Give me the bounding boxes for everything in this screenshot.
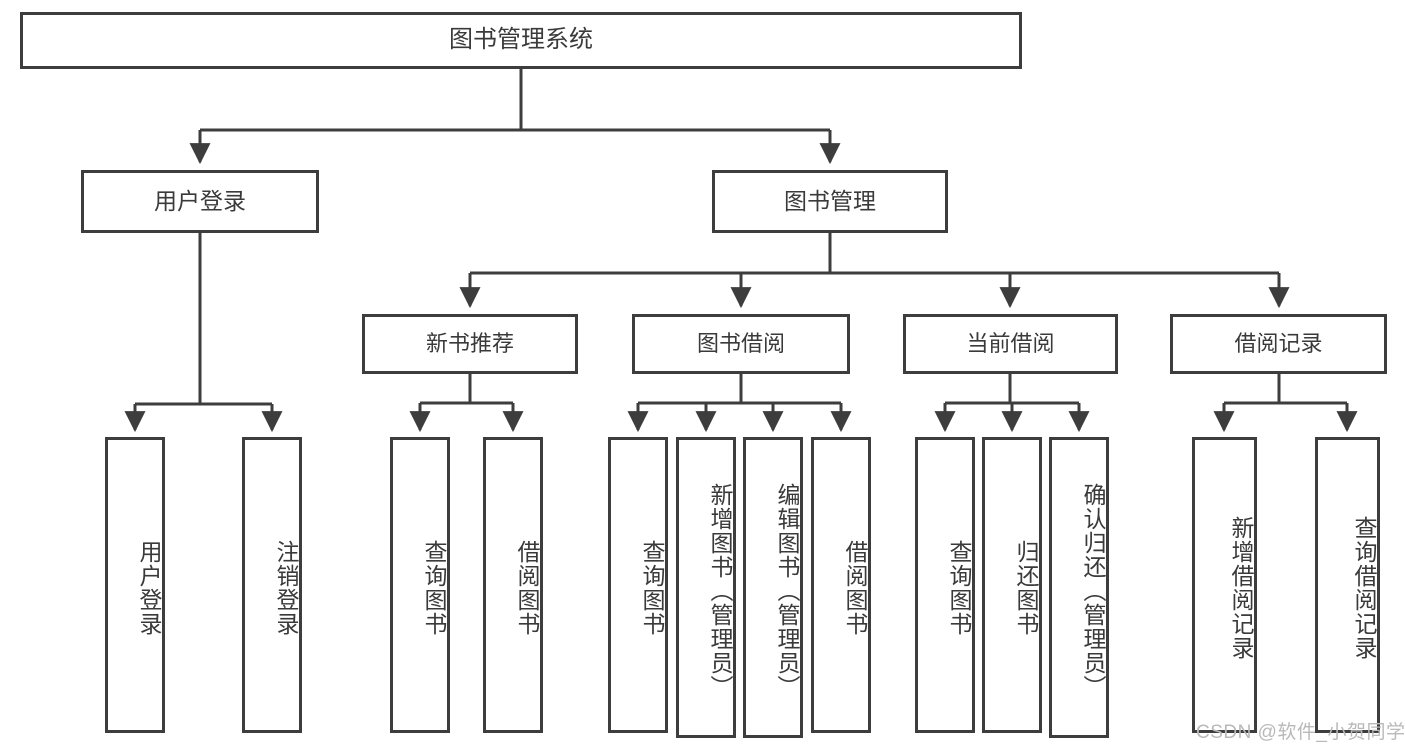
node-user-login[interactable]: 用户登录 (81, 170, 319, 233)
node-leaf-borrow-book-1[interactable]: 借阅图书 (483, 437, 543, 733)
node-leaf-borrow-book-2[interactable]: 借阅图书 (811, 437, 871, 733)
node-leaf-user-login[interactable]: 用户登录 (105, 437, 165, 733)
node-leaf-add-borrow-record[interactable]: 新增借阅记录 (1192, 437, 1257, 733)
node-leaf-query-book-1[interactable]: 查询图书 (390, 437, 450, 733)
node-new-book-recommend[interactable]: 新书推荐 (362, 314, 578, 374)
node-leaf-query-borrow-record[interactable]: 查询借阅记录 (1315, 437, 1380, 733)
node-book-management[interactable]: 图书管理 (712, 170, 948, 233)
node-borrow-record[interactable]: 借阅记录 (1170, 314, 1387, 374)
node-book-borrow[interactable]: 图书借阅 (632, 314, 850, 374)
node-leaf-query-book-2[interactable]: 查询图书 (608, 437, 668, 733)
csdn-watermark: CSDN @软件_小贺同学 (1196, 722, 1405, 743)
node-leaf-query-book-3[interactable]: 查询图书 (915, 437, 975, 733)
node-leaf-confirm-return-admin[interactable]: 确认归还（管理员） (1049, 437, 1109, 738)
node-leaf-add-book-admin[interactable]: 新增图书（管理员） (676, 437, 736, 738)
node-current-borrow[interactable]: 当前借阅 (903, 314, 1118, 374)
node-leaf-return-book[interactable]: 归还图书 (982, 437, 1042, 733)
node-leaf-logout[interactable]: 注销登录 (242, 437, 302, 733)
node-root[interactable]: 图书管理系统 (20, 12, 1022, 69)
node-leaf-edit-book-admin[interactable]: 编辑图书（管理员） (743, 437, 803, 738)
